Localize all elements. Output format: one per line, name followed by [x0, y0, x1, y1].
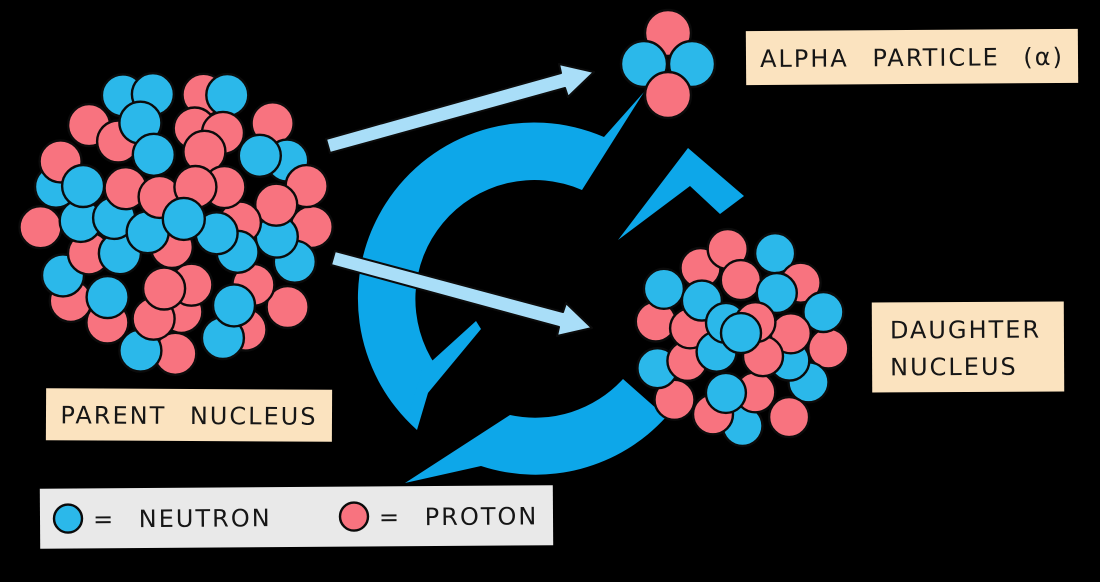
alpha-particle-cluster — [619, 8, 717, 120]
nucleon-circle — [161, 196, 207, 242]
parent-nucleus-label: PARENT NUCLEUS — [43, 383, 335, 447]
nucleon-circle — [60, 163, 106, 209]
decay-arrows — [325, 63, 595, 337]
daughter-nucleus-cluster — [634, 227, 850, 448]
logo-arc-top — [357, 92, 644, 430]
parent-nucleus-label-text: PARENT NUCLEUS — [60, 401, 317, 430]
nucleon-circle — [237, 133, 282, 179]
nucleon-circle — [141, 266, 187, 311]
parent-nucleus-cluster — [18, 71, 334, 376]
logo-arrowhead-icon — [618, 148, 744, 240]
proton-swatch-icon — [338, 501, 370, 532]
legend-box — [39, 485, 554, 549]
daughter-nucleus-label-line2: NUCLEUS — [890, 353, 1018, 382]
nucleon-circle — [704, 371, 748, 415]
alpha-particle-label: ALPHA PARTICLE (α) — [743, 24, 1081, 90]
nucleon-circle — [643, 70, 693, 120]
nucleon-circle — [211, 283, 257, 328]
label-box — [745, 28, 1079, 86]
neutron-swatch-icon — [52, 503, 84, 534]
arrow-to-alpha-particle — [325, 63, 595, 154]
nucleon-circle — [254, 182, 299, 227]
nucleon-circle — [205, 72, 250, 118]
nucleon-circle — [642, 267, 686, 310]
nucleon-circle — [802, 290, 845, 334]
nucleon-circle — [265, 284, 310, 330]
logo-bottom-arc — [405, 379, 666, 483]
alpha-particle-label-text: ALPHA PARTICLE (α) — [760, 43, 1064, 73]
nucleon-circle — [85, 274, 130, 320]
arrow-to-daughter-nucleus — [330, 250, 593, 337]
daughter-nucleus-label-line1: DAUGHTER — [890, 316, 1041, 345]
logo-check-icon — [408, 321, 481, 417]
nucleon-circle — [131, 132, 177, 178]
decay-cycle-logo — [357, 92, 744, 483]
nucleon-circle — [18, 204, 63, 250]
label-box — [871, 301, 1065, 393]
nucleon-circle — [755, 271, 798, 315]
nucleon-circle — [719, 311, 763, 355]
label-box — [45, 388, 333, 442]
legend-proton-text: = PROTON — [379, 502, 538, 531]
nucleon-circle — [719, 258, 762, 302]
legend: = NEUTRON = PROTON — [39, 485, 554, 549]
nucleon-circle — [767, 395, 811, 439]
daughter-nucleus-label: DAUGHTER NUCLEUS — [869, 298, 1067, 396]
legend-neutron-text: = NEUTRON — [93, 504, 272, 533]
